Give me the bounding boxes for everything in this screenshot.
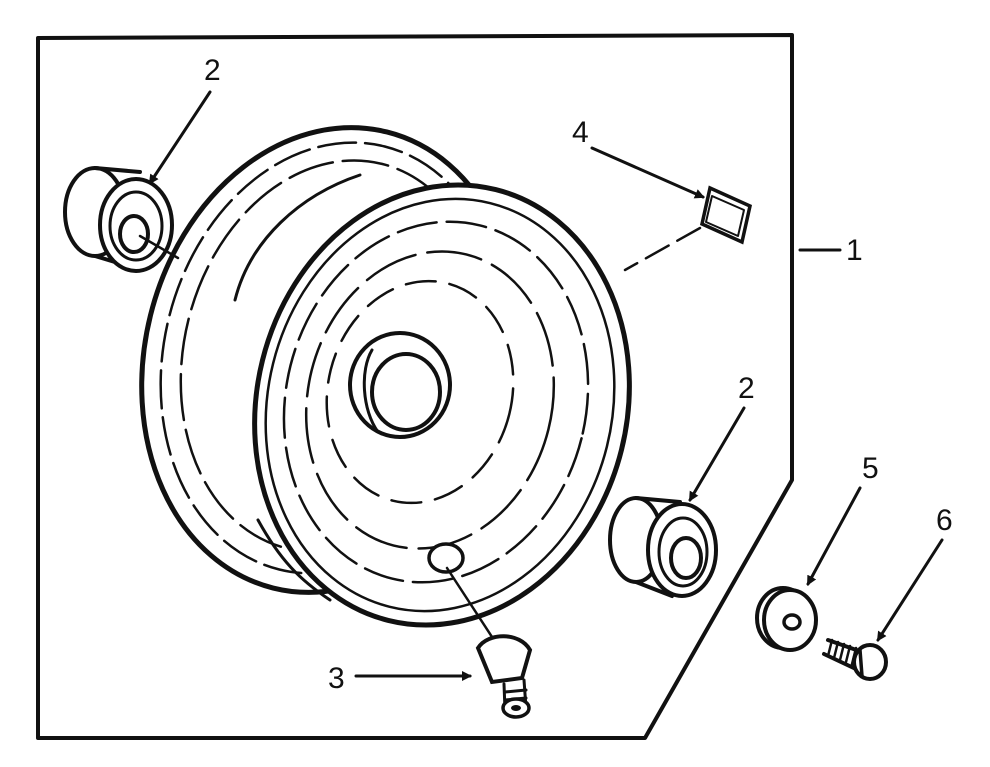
washer: [755, 586, 818, 652]
bolt: [822, 638, 888, 681]
bearing-top-left: [63, 166, 180, 273]
wheel-rim: [139, 125, 632, 628]
callout-2-right: 2: [738, 372, 755, 405]
callout-3: 3: [328, 662, 345, 695]
callout-2-top-left: 2: [204, 54, 221, 87]
callout-4: 4: [572, 116, 589, 149]
callout-6: 6: [936, 504, 953, 537]
assembly-boundary: [36, 33, 794, 740]
leader-lines: [148, 90, 944, 681]
callout-1: 1: [846, 234, 863, 267]
rim-decal: [623, 185, 753, 272]
callout-5: 5: [862, 452, 879, 485]
valve-stem: [445, 566, 533, 719]
bearing-right: [608, 496, 718, 598]
